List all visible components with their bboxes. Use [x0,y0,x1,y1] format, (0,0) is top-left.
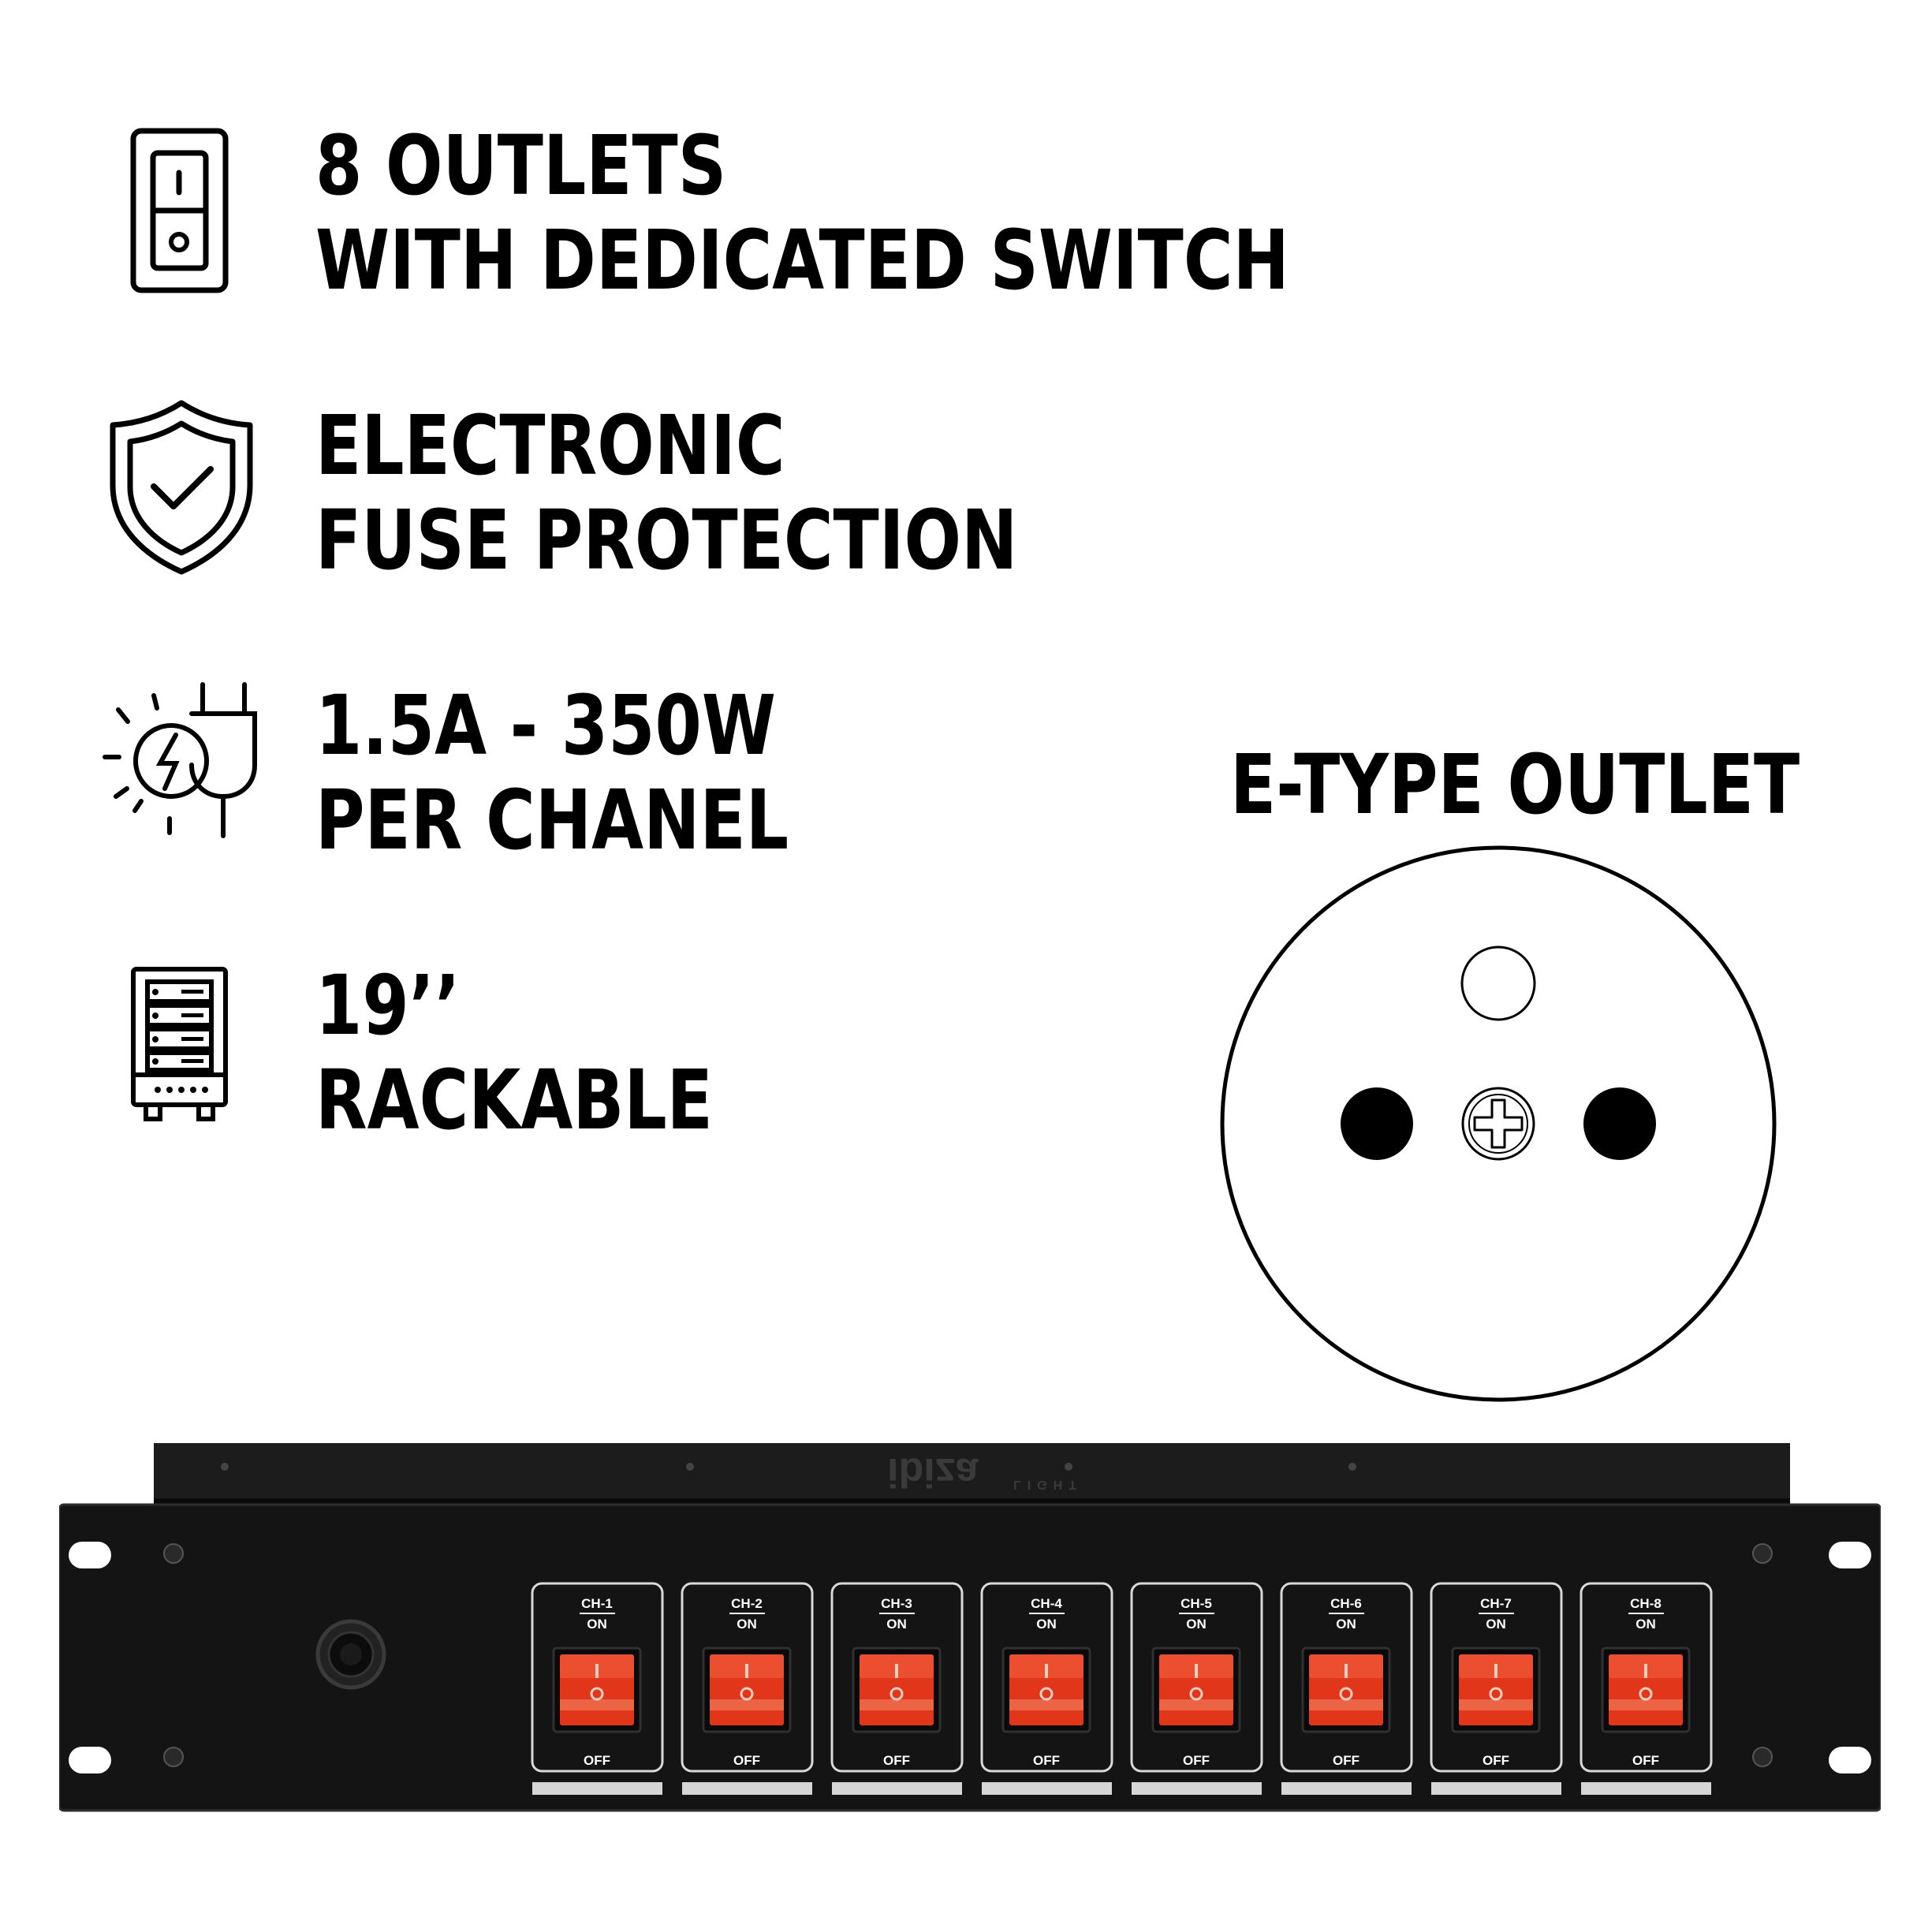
label-strip [832,1782,962,1795]
mount-slot [1829,1542,1871,1568]
svg-text:LIGHT: LIGHT [1013,1478,1083,1491]
channel-label: CH-5 [1180,1596,1212,1611]
feature-text: ELECTRONIC FUSE PROTECTION [315,398,1017,587]
off-label: OFF [1033,1753,1060,1768]
chassis-top [154,1443,1790,1506]
panel-screw [163,1543,184,1564]
rocker-switch[interactable] [852,1647,942,1733]
on-label: ON [737,1617,757,1632]
off-label: OFF [733,1753,760,1768]
feature-line2: RACKABLE [315,1052,713,1148]
feature-line1: 19’’ [315,957,461,1054]
svg-text:ibiza: ibiza [887,1449,979,1495]
channel-label: CH-7 [1480,1596,1512,1611]
off-label: OFF [1183,1753,1210,1768]
label-strip [982,1782,1112,1795]
rack-power-panel: ibiza LIGHT CH-1ONOFFCH-2ONOFFCH-3ONOFFC… [59,1443,1881,1812]
mount-slot [69,1747,111,1773]
e-type-outlet-diagram [1220,845,1777,1402]
on-label: ON [587,1617,607,1632]
rocker-switch[interactable] [1601,1647,1691,1733]
channel-frame [1430,1582,1563,1773]
channel-label: CH-1 [581,1596,613,1611]
rocker-switch[interactable] [552,1647,642,1733]
feature-line1: 1.5A - 350W [315,677,776,774]
feature-line2: WITH DEDICATED SWITCH [315,212,1289,308]
channel-frame [1580,1582,1713,1773]
earth-pin-hole [1460,945,1536,1021]
channel-switches: CH-1ONOFFCH-2ONOFFCH-3ONOFFCH-4ONOFFCH-5… [531,1582,1713,1795]
on-label: ON [1186,1617,1207,1632]
fuse-holder[interactable] [315,1619,386,1690]
label-strip [532,1782,662,1795]
rocker-switch-icon [130,128,229,293]
label-strip [1581,1782,1711,1795]
screw-icon [1461,1087,1535,1161]
panel-screw [1752,1747,1773,1767]
feature-text: 1.5A - 350W PER CHANEL [315,678,789,867]
label-strip [1281,1782,1412,1795]
channel-frame [531,1582,664,1773]
on-label: ON [1336,1617,1356,1632]
off-label: OFF [1483,1753,1509,1768]
channel-label: CH-3 [881,1596,912,1611]
channel-frame [830,1582,964,1773]
feature-text: 19’’ RACKABLE [315,958,713,1147]
outlet-title: E-TYPE OUTLET [1230,737,1800,833]
feature-line1: ELECTRONIC [315,397,785,494]
on-label: ON [886,1617,907,1632]
channel-frame [980,1582,1113,1773]
channel-module: CH-3ON OFF [830,1582,964,1795]
channel-label: CH-6 [1330,1596,1362,1611]
off-label: OFF [1333,1753,1359,1768]
on-label: ON [1486,1617,1506,1632]
rocker-switch[interactable] [1001,1647,1091,1733]
off-label: OFF [1632,1753,1659,1768]
on-label: ON [1036,1617,1057,1632]
feature-line2: PER CHANEL [315,772,789,868]
rocker-switch[interactable] [702,1647,792,1733]
channel-label: CH-8 [1630,1596,1662,1611]
live-hole [1341,1087,1413,1160]
channel-module: CH-1ON OFF [531,1582,664,1795]
label-strip [1431,1782,1561,1795]
rocker-switch[interactable] [1451,1647,1541,1733]
panel-screw [1752,1543,1773,1564]
channel-module: CH-8ON OFF [1580,1582,1713,1795]
off-label: OFF [584,1753,610,1768]
off-label: OFF [883,1753,910,1768]
feature-line1: 8 OUTLETS [315,117,727,214]
panel-screw [163,1747,184,1767]
mount-slot [69,1542,111,1568]
channel-module: CH-6ON OFF [1280,1582,1413,1795]
label-strip [682,1782,812,1795]
mount-slot [1829,1747,1871,1773]
feature-line2: FUSE PROTECTION [315,492,1018,588]
feature-text: 8 OUTLETS WITH DEDICATED SWITCH [315,118,1289,308]
channel-module: CH-4ON OFF [980,1582,1113,1795]
server-rack-icon [131,967,228,1121]
power-plug-icon [103,682,257,838]
channel-module: CH-2ON OFF [681,1582,814,1795]
channel-label: CH-2 [731,1596,763,1611]
on-label: ON [1635,1617,1656,1632]
channel-frame [1130,1582,1263,1773]
channel-frame [1280,1582,1413,1773]
channel-frame [681,1582,814,1773]
rocker-switch[interactable] [1301,1647,1391,1733]
front-panel [59,1505,1881,1811]
channel-label: CH-4 [1031,1596,1062,1611]
shield-check-icon [110,400,253,575]
channel-module: CH-5ON OFF [1130,1582,1263,1795]
neutral-hole [1583,1087,1656,1160]
label-strip [1132,1782,1262,1795]
brand-logo: ibiza LIGHT [887,1449,1083,1495]
rocker-switch[interactable] [1151,1647,1241,1733]
channel-module: CH-7ON OFF [1430,1582,1563,1795]
